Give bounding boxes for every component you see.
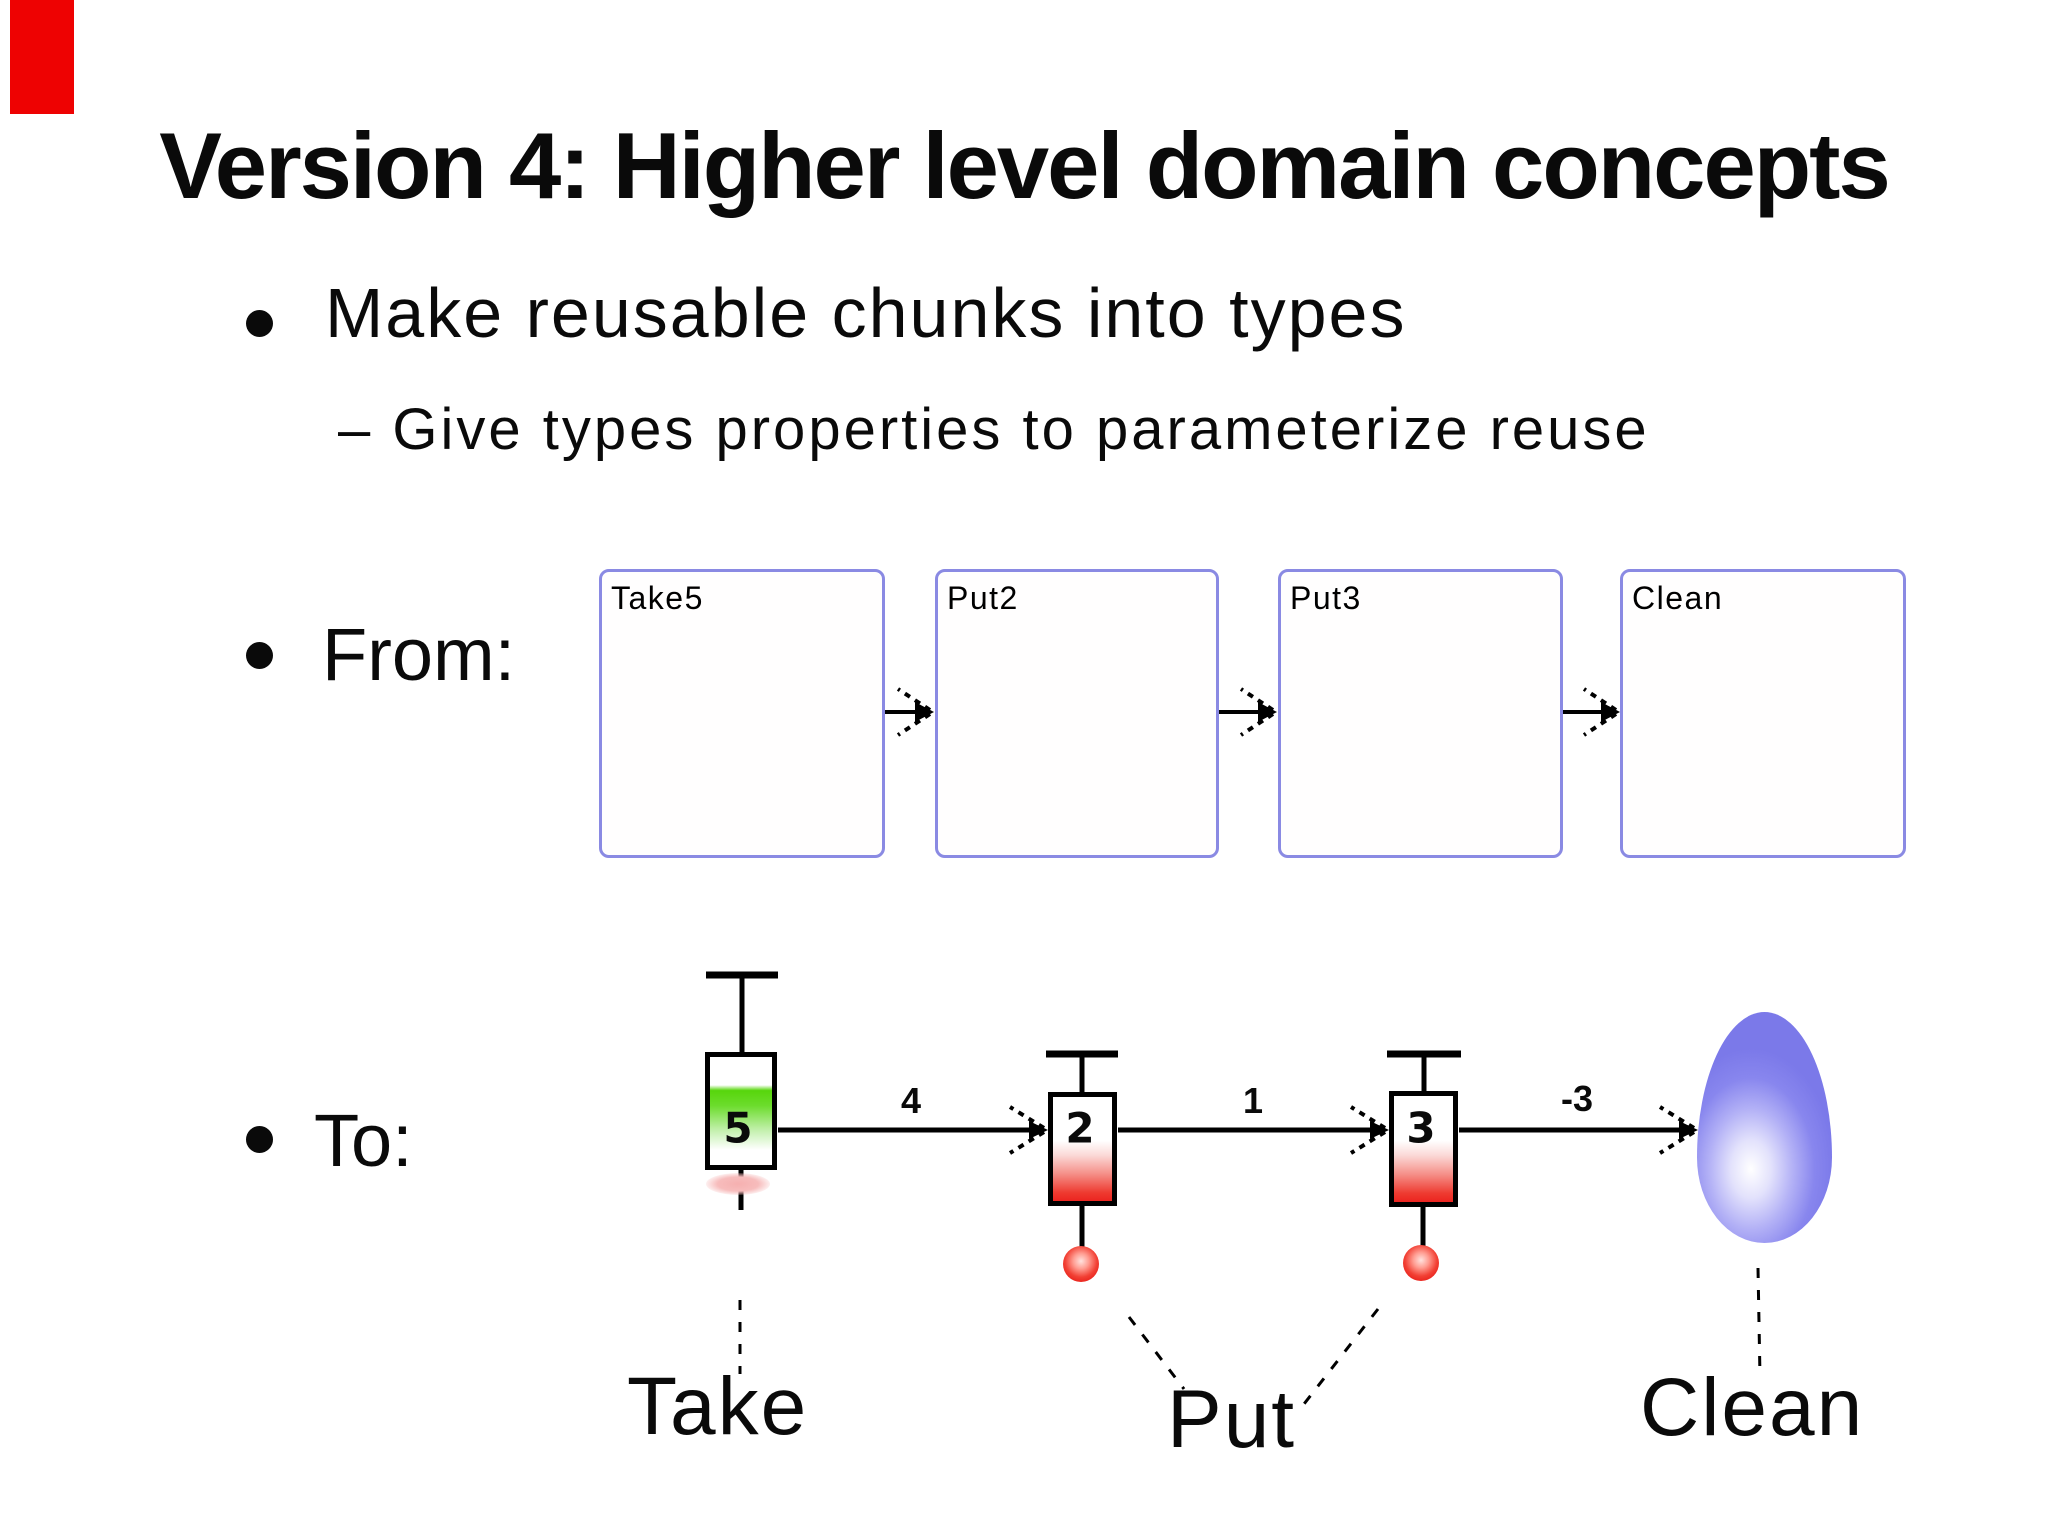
- from-box-label: Clean: [1632, 580, 1724, 616]
- bullet-dot-icon: [246, 1126, 273, 1153]
- flow-label: 1: [1242, 1080, 1264, 1121]
- pink-splat-icon: [706, 1173, 770, 1195]
- clean-drop-icon: [1697, 1012, 1832, 1243]
- put-syringe-icon: [1048, 1092, 1117, 1206]
- from-box-label: Take5: [611, 580, 704, 616]
- flow-label: -3: [1560, 1078, 1594, 1119]
- caption-clean: Clean: [1640, 1362, 1865, 1453]
- to-label: To:: [314, 1099, 413, 1182]
- from-label: From:: [322, 613, 516, 696]
- put-node-value: 3: [1406, 1103, 1436, 1153]
- red-valve-icon: [1063, 1246, 1099, 1282]
- caption-take: Take: [627, 1361, 809, 1452]
- from-box-put3: Put3: [1278, 569, 1563, 858]
- from-arrow-2: [1216, 687, 1277, 737]
- red-corner-bar: [10, 0, 74, 114]
- from-box-clean: Clean: [1620, 569, 1906, 858]
- from-box-take5: Take5: [599, 569, 885, 858]
- from-arrow-1: [882, 687, 934, 737]
- bullet-dot-icon: [246, 642, 273, 669]
- bullet-dot-icon: [246, 310, 273, 337]
- take-syringe-icon: [705, 1052, 777, 1170]
- put-node-value: 2: [1065, 1103, 1095, 1153]
- red-valve-icon: [1403, 1245, 1439, 1281]
- put-syringe-icon: [1389, 1091, 1458, 1207]
- from-box-put2: Put2: [935, 569, 1219, 858]
- bullet-main-text: Make reusable chunks into types: [325, 274, 1407, 352]
- take-node-value: 5: [723, 1103, 753, 1153]
- put-leader-line-right: [1302, 1308, 1380, 1405]
- bullet-sub-text: – Give types properties to parameterize …: [338, 397, 1650, 462]
- slide-title: Version 4: Higher level domain concepts: [159, 113, 1890, 218]
- caption-put: Put: [1167, 1374, 1297, 1465]
- from-arrow-3: [1560, 687, 1620, 737]
- flow-label: 4: [900, 1080, 922, 1121]
- from-box-label: Put2: [947, 580, 1019, 616]
- from-box-label: Put3: [1290, 580, 1362, 616]
